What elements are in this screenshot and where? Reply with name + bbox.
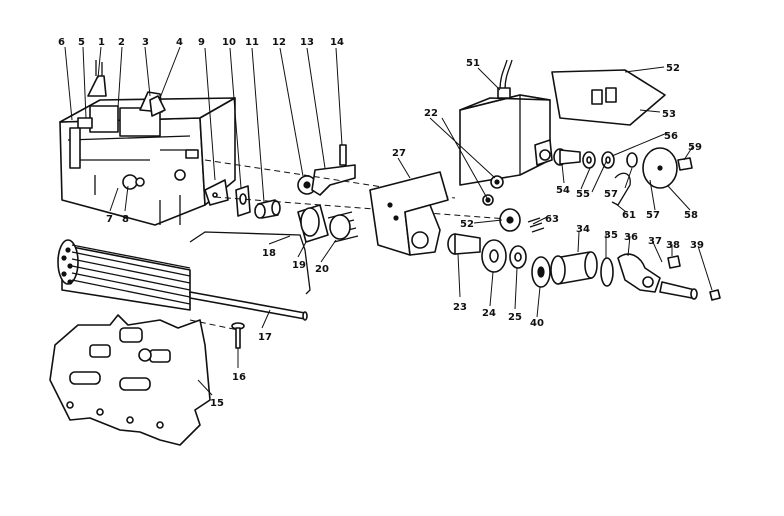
compression-spring (327, 211, 359, 243)
callout-1: 1 (98, 37, 105, 48)
callout-35: 35 (604, 230, 618, 241)
callout-23: 23 (453, 302, 467, 313)
washer-set (582, 151, 638, 169)
callout-17: 17 (258, 332, 272, 343)
shaft-pin-37 (659, 281, 698, 300)
callout-38: 38 (666, 240, 680, 251)
callout-5: 5 (78, 37, 85, 48)
callout-16: 16 (232, 372, 246, 383)
callout-3: 3 (142, 37, 149, 48)
callout-55: 55 (576, 189, 590, 200)
main-frame-assembly (59, 60, 236, 226)
callout-10: 10 (222, 37, 236, 48)
cam-lever-36 (617, 253, 661, 293)
callout-37: 37 (648, 236, 662, 247)
callout-54: 54 (556, 185, 570, 196)
screws (482, 175, 504, 206)
callout-20: 20 (315, 264, 329, 275)
bushing (254, 199, 281, 219)
callout-51: 51 (466, 58, 480, 69)
mounting-bracket (369, 171, 449, 256)
callout-14: 14 (330, 37, 344, 48)
callout-52-lower: 52 (460, 219, 474, 230)
callout-34: 34 (576, 224, 590, 235)
callout-labels: 6 5 1 2 3 4 9 10 11 12 13 14 7 8 18 19 2… (58, 37, 704, 409)
callout-36: 36 (624, 232, 638, 243)
callout-18: 18 (262, 248, 276, 259)
alignment-line-screw (189, 319, 239, 331)
bolt (553, 148, 581, 166)
callout-12: 12 (272, 37, 286, 48)
spring-cup (297, 204, 329, 243)
callout-58: 58 (684, 210, 698, 221)
screw-38 (667, 255, 681, 269)
callout-2: 2 (118, 37, 125, 48)
callout-4: 4 (176, 37, 183, 48)
bottom-plate (49, 314, 211, 446)
spring-clip (611, 172, 631, 206)
callout-61: 61 (622, 210, 636, 221)
cable (497, 59, 513, 99)
round-plate (642, 147, 678, 189)
callout-57-upper: 57 (604, 189, 618, 200)
washer-24 (481, 239, 507, 273)
callout-57-lower: 57 (646, 210, 660, 221)
callout-52-upper: 52 (666, 63, 680, 74)
callout-19: 19 (292, 260, 306, 271)
gear-hub-34 (550, 251, 598, 285)
callout-59: 59 (688, 142, 702, 153)
callout-24: 24 (482, 308, 496, 319)
screw-39 (709, 289, 721, 301)
callout-6: 6 (58, 37, 65, 48)
callout-40: 40 (530, 318, 544, 329)
callout-11: 11 (245, 37, 259, 48)
callout-22: 22 (424, 108, 438, 119)
callout-27: 27 (392, 148, 406, 159)
bracket-clip (204, 179, 229, 206)
callout-56: 56 (664, 131, 678, 142)
toothed-gear-40 (531, 256, 551, 288)
small-spring-63 (527, 217, 545, 233)
screw (231, 322, 245, 349)
control-box (459, 94, 553, 186)
callout-15: 15 (210, 398, 224, 409)
callout-25: 25 (508, 312, 522, 323)
cover-plate (551, 69, 666, 126)
callout-7: 7 (106, 214, 113, 225)
washer-25 (509, 245, 527, 269)
cam-disc-35 (600, 257, 614, 287)
flat-washer (235, 185, 251, 217)
pin-screw (677, 157, 693, 171)
alignment-line-lower (214, 196, 521, 221)
callout-53: 53 (662, 109, 676, 120)
shaft (189, 291, 308, 321)
callout-8: 8 (122, 214, 129, 225)
callout-63: 63 (545, 214, 559, 225)
callout-13: 13 (300, 37, 314, 48)
wire-rod (189, 231, 311, 295)
shaft-sleeve (447, 233, 481, 255)
toothed-washer-52 (499, 208, 521, 232)
spring-cylinder-cartridge (57, 239, 191, 311)
callout-39: 39 (690, 240, 704, 251)
leader-lines (64, 46, 713, 396)
callout-9: 9 (198, 37, 205, 48)
pin (339, 144, 347, 166)
